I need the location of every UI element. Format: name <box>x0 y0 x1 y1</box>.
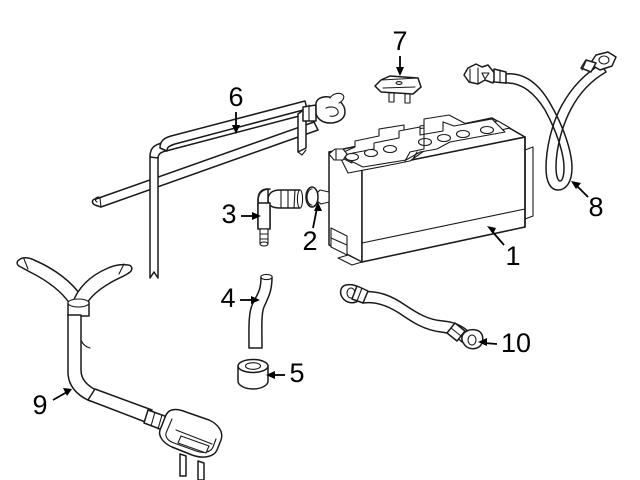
callout-2: 2 <box>302 202 322 256</box>
callout-5-arrowhead <box>266 371 275 379</box>
callout-5-label: 5 <box>289 358 304 388</box>
callout-9-arrowhead <box>63 388 72 396</box>
callout-8-arrowhead <box>571 181 581 189</box>
part-elbow-hose[interactable] <box>257 188 304 247</box>
callout-4-arrowhead <box>251 296 260 304</box>
part-battery[interactable] <box>316 114 534 266</box>
part-ground-strap[interactable] <box>339 283 484 350</box>
callout-6-arrowhead <box>232 125 240 134</box>
callout-3-arrowhead <box>252 212 261 220</box>
callout-1-label: 1 <box>505 241 520 271</box>
callout-8-label: 8 <box>588 192 603 222</box>
part-terminal-cap[interactable] <box>305 186 319 208</box>
part-vent-hose[interactable] <box>248 273 273 349</box>
callout-10-label: 10 <box>501 328 531 358</box>
part-positive-cable[interactable] <box>463 51 617 191</box>
callout-7: 7 <box>392 26 408 76</box>
callout-2-leader <box>312 207 318 229</box>
callout-1: 1 <box>487 226 521 271</box>
callout-5: 5 <box>266 358 305 388</box>
callout-4-label: 4 <box>220 283 235 313</box>
callout-3: 3 <box>221 199 261 229</box>
callout-4: 4 <box>220 283 260 313</box>
callout-7-label: 7 <box>392 26 407 56</box>
callout-8: 8 <box>571 181 604 222</box>
callout-9-label: 9 <box>32 390 47 420</box>
callout-6-label: 6 <box>228 82 243 112</box>
part-hold-down-clamp[interactable] <box>374 75 422 104</box>
callout-7-arrowhead <box>396 67 404 76</box>
callout-10-arrowhead <box>478 338 487 346</box>
callout-9-leader <box>52 391 68 401</box>
callout-2-label: 2 <box>302 226 317 256</box>
callout-10: 10 <box>478 328 531 358</box>
callout-3-label: 3 <box>221 199 236 229</box>
callout-1-arrowhead <box>487 226 496 234</box>
callout-6: 6 <box>228 82 244 134</box>
callout-9: 9 <box>32 388 72 420</box>
callout-2-arrowhead <box>314 202 322 211</box>
part-vent-tube-assembly[interactable] <box>16 257 223 480</box>
part-grommet[interactable] <box>237 358 269 390</box>
callout-8-leader <box>575 184 589 198</box>
